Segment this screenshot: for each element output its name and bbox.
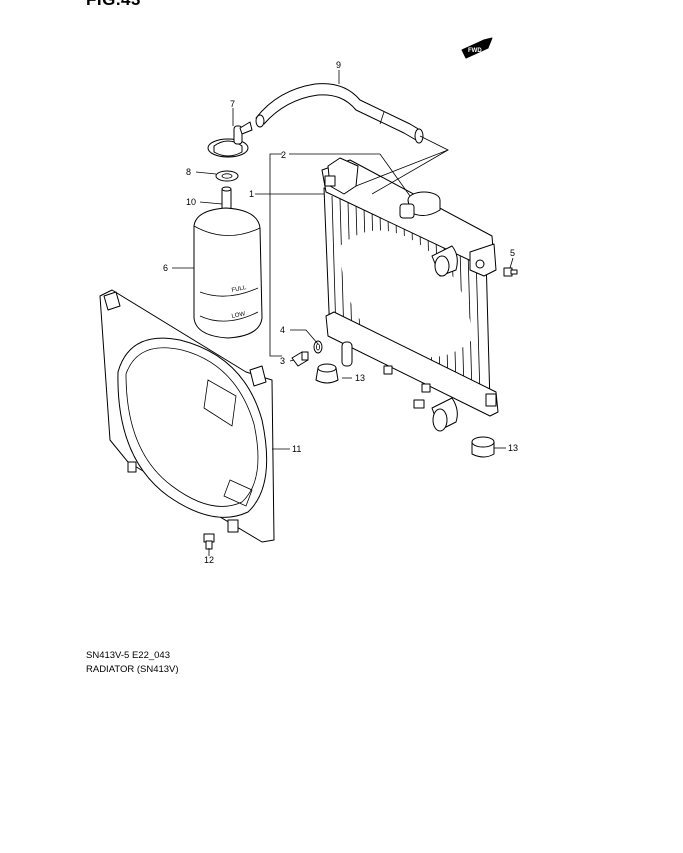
callout-1: 1: [249, 189, 254, 199]
callout-2: 2: [281, 150, 286, 160]
reservoir-cap: [207, 121, 253, 158]
callout-10: 10: [186, 197, 196, 207]
callout-9: 9: [336, 60, 341, 70]
mounting-cushion-lower: [471, 436, 495, 458]
radiator-hose: [255, 83, 424, 144]
diagram-name: RADIATOR (SN413V): [86, 664, 179, 675]
fan-shroud: [99, 289, 275, 543]
callout-7: 7: [230, 99, 235, 109]
callout-4: 4: [280, 325, 285, 335]
figure-title: FIG.43: [86, 0, 141, 10]
callout-13-lower: 13: [508, 443, 518, 453]
forward-direction-icon: FWD: [461, 37, 493, 59]
callout-6: 6: [163, 263, 168, 273]
fwd-label: FWD: [468, 48, 482, 54]
callout-5: 5: [510, 248, 515, 258]
mounting-cushion-upper: [315, 363, 339, 384]
callout-12: 12: [204, 555, 214, 565]
leader-lines: [172, 70, 514, 556]
o-ring: [313, 340, 323, 354]
tank-full-mark: FULL: [231, 285, 247, 294]
mounting-bolt: [503, 267, 518, 277]
drain-plug: [291, 351, 309, 367]
radiator-cap: [399, 191, 441, 219]
callout-3: 3: [280, 356, 285, 366]
reservoir-tank: FULL LOW: [193, 207, 263, 339]
washer: [215, 170, 239, 182]
callout-8: 8: [186, 167, 191, 177]
shroud-bolt: [203, 533, 215, 550]
diagram-code: SN413V-5 E22_043: [86, 650, 170, 661]
callout-13-upper: 13: [355, 373, 365, 383]
tank-low-mark: LOW: [231, 311, 246, 320]
callout-11: 11: [292, 444, 301, 454]
